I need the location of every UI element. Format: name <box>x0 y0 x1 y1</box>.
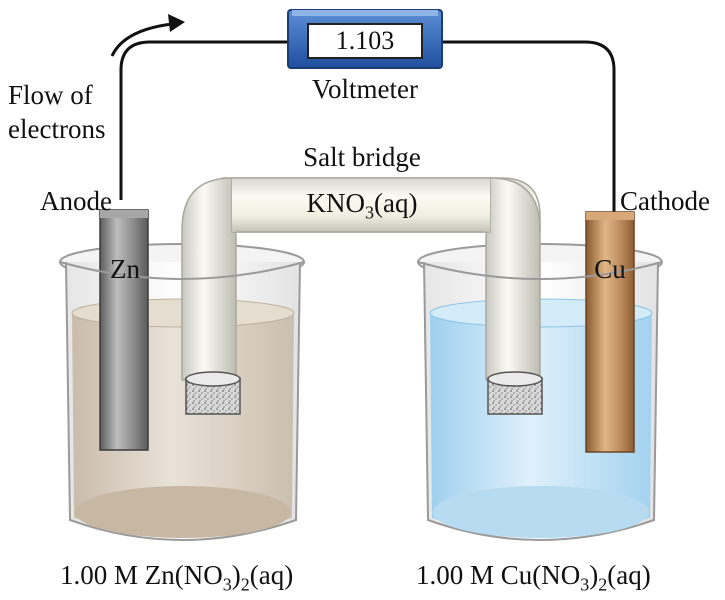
right-plug-top <box>487 371 543 387</box>
left-solution-label: 1.00 M Zn(NO3)2(aq) <box>60 560 294 595</box>
copper-electrode-label: Cu <box>594 254 626 284</box>
anode-label: Anode <box>40 186 112 216</box>
voltmeter-top-edge <box>292 10 438 16</box>
voltmeter-reading: 1.103 <box>335 26 395 55</box>
zinc-electrode-top <box>100 210 148 218</box>
right-beaker-rim-front <box>417 261 663 280</box>
voltmeter-display <box>307 23 423 59</box>
cu-solution-bottom <box>433 486 649 538</box>
left-beaker-rim-front <box>59 261 305 280</box>
arrow-head-icon <box>168 14 185 32</box>
right-solution-label: 1.00 M Cu(NO3)2(aq) <box>416 560 651 595</box>
salt-bridge-formula: KNO3(aq) <box>306 188 418 223</box>
voltmeter-label: Voltmeter <box>312 74 418 104</box>
copper-electrode <box>585 211 635 453</box>
salt-bridge-top <box>232 178 490 232</box>
zinc-electrode-label: Zn <box>110 254 140 284</box>
circuit-wire <box>119 40 616 212</box>
copper-electrode-top <box>586 212 634 220</box>
salt-bridge-label: Salt bridge <box>303 142 421 172</box>
electron-flow-label-line2: electrons <box>8 114 106 144</box>
electron-flow-label-line1: Flow of <box>8 80 93 110</box>
zinc-electrode <box>99 209 149 451</box>
left-plug-top <box>185 371 241 387</box>
zn-solution-bottom <box>75 486 291 538</box>
cathode-label: Cathode <box>620 186 710 216</box>
electron-flow-arrow <box>110 22 173 57</box>
